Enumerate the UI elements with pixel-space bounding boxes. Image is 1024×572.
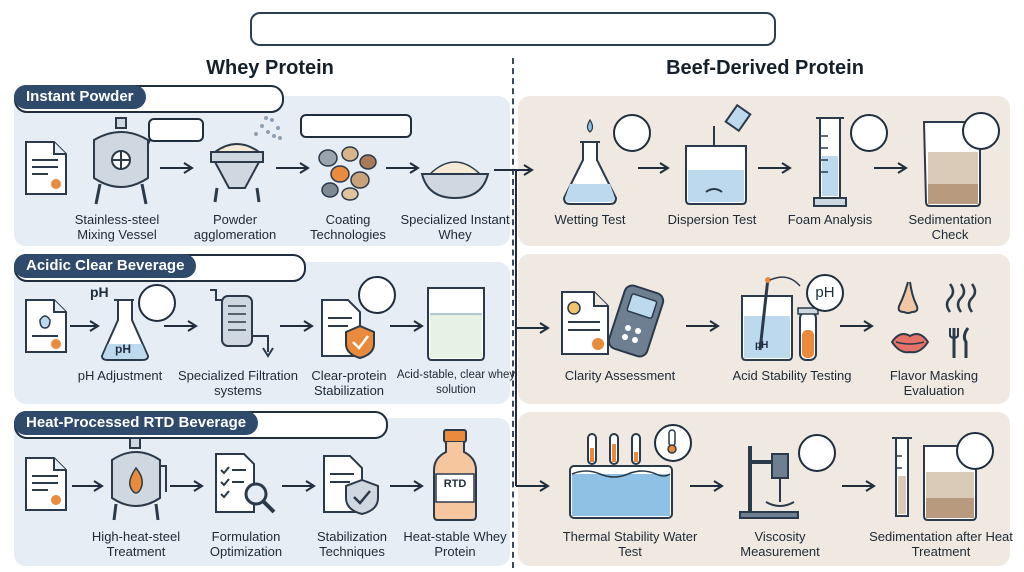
ph-label: pH (90, 284, 109, 300)
step-label: pH Adjustment (77, 368, 163, 383)
document-icon (561, 291, 609, 355)
step-label: High-heat-steel Treatment (91, 529, 181, 559)
document-icon (25, 299, 67, 353)
arrow-icon (390, 480, 424, 492)
section-title-heat-processed: Heat-Processed RTD Beverage (14, 411, 259, 435)
viscometer-icon (739, 446, 799, 519)
section-title-instant-powder: Instant Powder (14, 85, 146, 109)
arrow-icon (160, 162, 194, 174)
nose-icon (897, 281, 919, 314)
shield-document-icon (323, 455, 379, 516)
document-icon (25, 457, 67, 511)
step-label: Formulation Optimization (209, 529, 283, 559)
clear-solution-beaker-icon (427, 287, 485, 361)
diagram-title-box (250, 12, 776, 46)
step-label: Acid-stable, clear whey solution (396, 369, 516, 396)
arrow-icon (690, 480, 724, 492)
callout-box-2 (300, 114, 412, 138)
empty-circle-marker (613, 114, 651, 152)
step-label: Flavor Masking Evaluation (889, 368, 979, 398)
arrow-icon (686, 320, 720, 332)
step-label: Coating Technologies (310, 212, 386, 242)
rtd-label: RTD (443, 478, 467, 490)
mixing-vessel-icon (93, 117, 155, 205)
empty-circle-marker (138, 284, 176, 322)
arrow-icon (70, 320, 100, 332)
step-label: Powder agglomeration (193, 212, 277, 242)
arrow-icon (758, 162, 792, 174)
connector-arrows (494, 164, 550, 492)
empty-circle-marker (956, 432, 994, 470)
step-label: Clear-protein Stabilization (311, 368, 387, 398)
powder-particles-icon (254, 116, 282, 140)
step-label: Heat-stable Whey Protein (403, 529, 507, 559)
section-title-acidic-clear: Acidic Clear Beverage (14, 254, 197, 278)
dispersion-beaker-icon (685, 103, 752, 205)
coated-granules-icon (318, 146, 377, 201)
aroma-waves-icon (945, 283, 977, 313)
whey-column-title: Whey Protein (206, 57, 334, 79)
empty-circle-marker (850, 114, 888, 152)
arrow-icon (874, 162, 908, 174)
column-divider (512, 58, 514, 568)
step-label: Clarity Assessment (564, 368, 676, 383)
step-label: Specialized Instant Whey (400, 212, 510, 242)
cutlery-icon (949, 327, 970, 358)
shield-document-icon (321, 299, 375, 360)
mouth-icon (890, 333, 930, 354)
arrow-icon (72, 480, 104, 492)
empty-circle-marker (358, 276, 396, 314)
ph-bubble: pH (806, 274, 844, 312)
heat-vessel-icon (111, 437, 167, 521)
graduated-cylinder-icon (813, 117, 847, 207)
step-label: Wetting Test (554, 212, 626, 227)
checklist-magnifier-icon (215, 453, 276, 514)
arrow-icon (280, 320, 314, 332)
ph-probe-label: pH (755, 340, 769, 351)
step-label: Acid Stability Testing (732, 368, 852, 383)
ph-flask-icon (100, 299, 150, 361)
callout-box-1 (148, 118, 204, 142)
beef-column-title: Beef-Derived Protein (666, 57, 864, 79)
acid-test-beaker-icon (741, 276, 819, 361)
arrow-icon (390, 320, 424, 332)
step-label: Sedimentation Check (908, 212, 992, 242)
step-label: Stabilization Techniques (316, 529, 388, 559)
filtration-system-icon (210, 289, 274, 358)
thermometer-icon (667, 429, 677, 454)
step-label: Foam Analysis (787, 212, 873, 227)
water-bath-icon (569, 433, 673, 519)
arrow-icon (164, 320, 198, 332)
arrow-icon (840, 320, 874, 332)
arrow-icon (170, 480, 204, 492)
rtd-bottle-icon (433, 429, 477, 521)
step-label: Specialized Filtration systems (178, 368, 298, 398)
step-label: Viscosity Measurement (740, 529, 820, 559)
step-label: Thermal Stability Water Test (562, 529, 698, 559)
arrow-icon (282, 480, 316, 492)
document-icon (25, 141, 67, 195)
step-label: Sedimentation after Heat Treatment (869, 529, 1013, 559)
ph-meter-icon (607, 284, 665, 358)
empty-circle-marker (962, 112, 1000, 150)
arrow-icon (638, 162, 670, 174)
ph-flask-label: pH (115, 342, 131, 356)
arrow-icon (842, 480, 876, 492)
arrow-icon (276, 162, 310, 174)
step-label: Dispersion Test (667, 212, 757, 227)
arrow-icon (386, 162, 420, 174)
agglomerator-icon (210, 143, 264, 203)
wetting-flask-icon (562, 118, 618, 205)
empty-circle-marker (798, 434, 836, 472)
powder-bowl-icon (420, 161, 490, 200)
step-label: Stainless-steel Mixing Vessel (74, 212, 160, 242)
